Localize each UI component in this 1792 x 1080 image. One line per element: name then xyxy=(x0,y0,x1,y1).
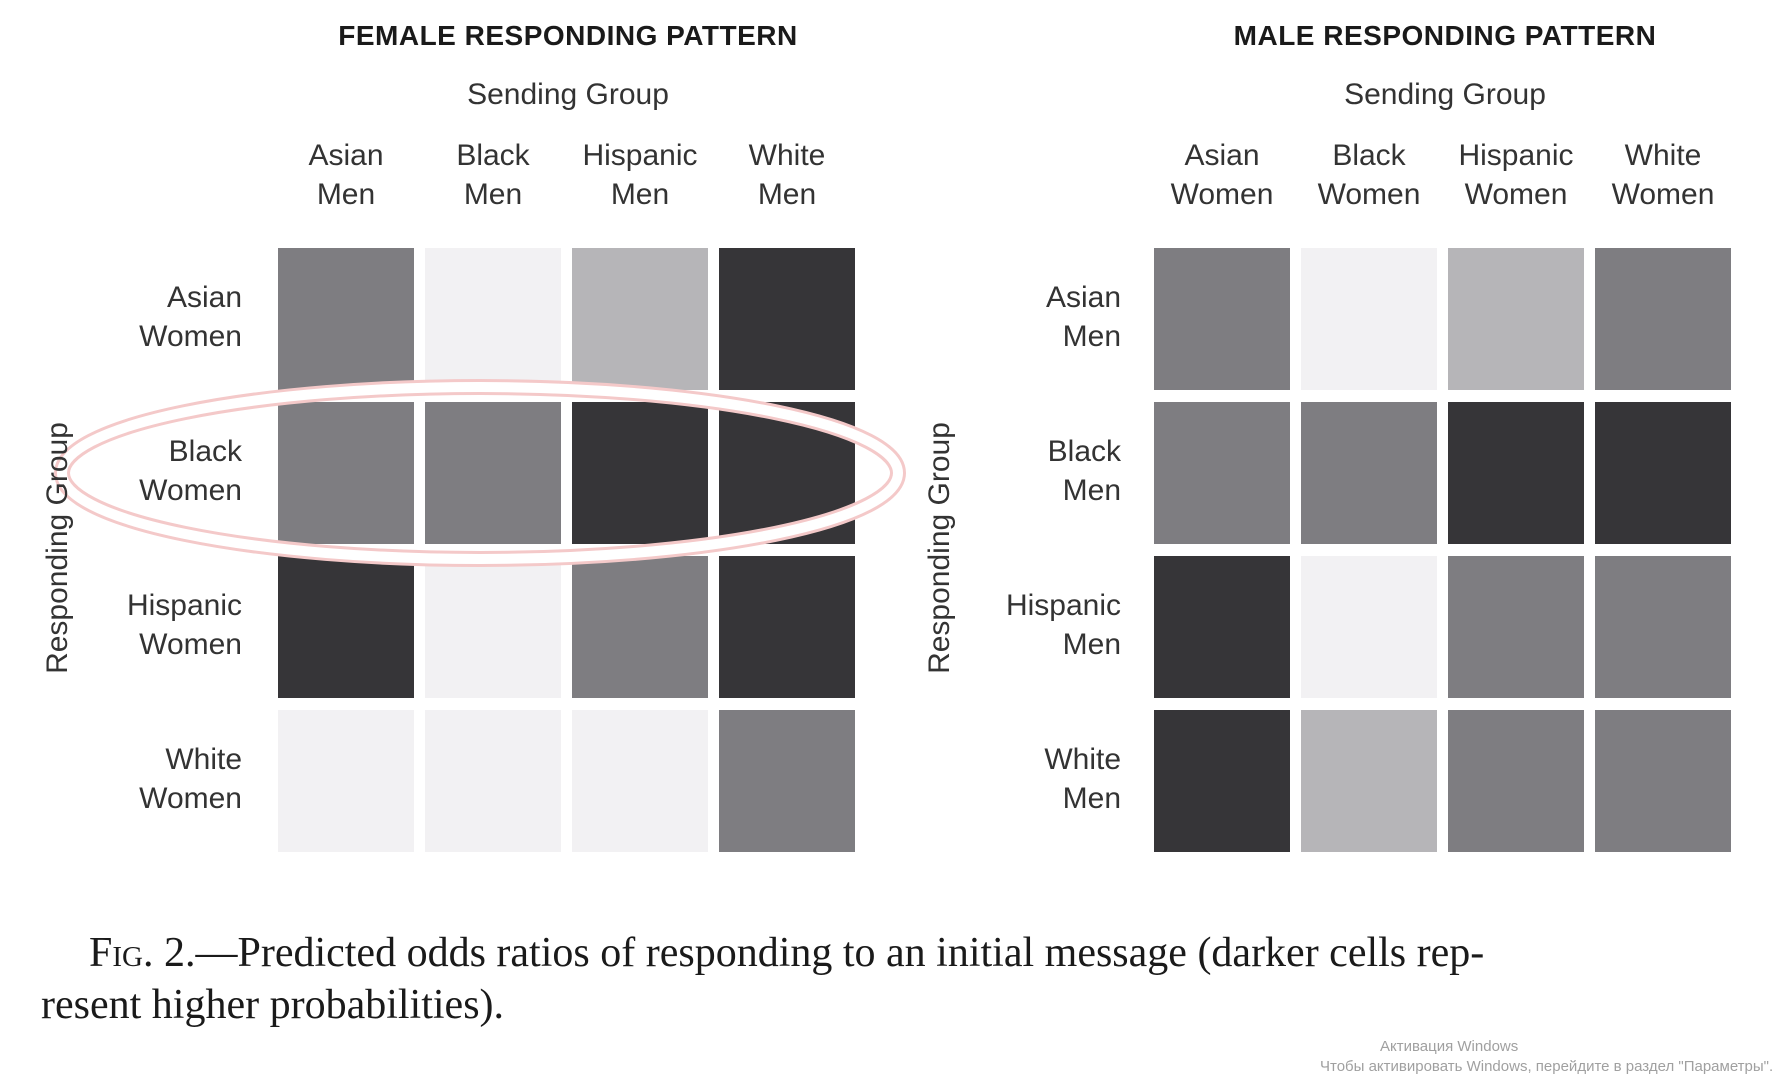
heatmap-cell xyxy=(1448,248,1584,390)
caption-fig-label: Fig. 2. xyxy=(89,930,196,976)
heatmap-cell xyxy=(425,402,561,544)
heatmap-cell xyxy=(1154,556,1290,698)
figure-caption: Fig. 2.—Predicted odds ratios of respond… xyxy=(89,928,1484,978)
row-label-line: Men xyxy=(1062,628,1121,661)
heatmap-cell xyxy=(572,248,708,390)
heatmap-cell xyxy=(1154,710,1290,852)
heatmap-cell xyxy=(719,556,855,698)
column-label-line: Men xyxy=(757,178,817,211)
heatmap-cell xyxy=(425,710,561,852)
column-label-line: Women xyxy=(1317,178,1421,211)
row-label-line: Women xyxy=(139,320,242,353)
heatmap-cell xyxy=(278,710,414,852)
heatmap-cell xyxy=(278,248,414,390)
row-label-line: Women xyxy=(139,782,242,815)
heatmap-cell xyxy=(425,556,561,698)
heatmap-cell xyxy=(1154,248,1290,390)
heatmap-cell xyxy=(719,710,855,852)
row-label-line: White xyxy=(165,743,242,776)
column-label-line: White xyxy=(748,139,826,172)
heatmap-cell xyxy=(572,402,708,544)
row-label-line: Hispanic xyxy=(126,589,242,622)
column-label-line: Women xyxy=(1170,178,1274,211)
row-label-line: Asian xyxy=(1045,281,1121,314)
column-label-line: Hispanic xyxy=(582,139,698,172)
row-label-line: Women xyxy=(139,628,242,661)
column-label-line: Asian xyxy=(1184,139,1260,172)
column-label-line: Men xyxy=(463,178,523,211)
row-label-line: Men xyxy=(1062,320,1121,353)
x-axis-label: Sending Group xyxy=(467,78,669,111)
row-label-line: Men xyxy=(1062,782,1121,815)
heatmap-cell xyxy=(1595,402,1731,544)
row-label-line: Hispanic xyxy=(1005,589,1121,622)
row-label-line: Black xyxy=(1047,435,1121,468)
heatmap-cell xyxy=(1448,402,1584,544)
heatmap-cell xyxy=(1154,402,1290,544)
row-label-line: Black xyxy=(168,435,242,468)
heatmap-cell xyxy=(1595,710,1731,852)
heatmap-cell xyxy=(278,402,414,544)
chart-title: FEMALE RESPONDING PATTERN xyxy=(338,20,798,51)
heatmap-cell xyxy=(572,710,708,852)
heatmap-cell xyxy=(1301,710,1437,852)
row-label-line: Women xyxy=(139,474,242,507)
watermark-line-1: Активация Windows xyxy=(1380,1038,1519,1055)
caption-line-2: resent higher probabilities). xyxy=(41,982,505,1028)
row-label-line: Asian xyxy=(166,281,242,314)
heatmap-cell xyxy=(1301,556,1437,698)
column-label-line: Black xyxy=(456,139,530,172)
x-axis-label: Sending Group xyxy=(1344,78,1546,111)
column-label-line: Hispanic xyxy=(1458,139,1574,172)
heatmap-cell xyxy=(572,556,708,698)
heatmap-cell xyxy=(1448,556,1584,698)
column-label-line: Black xyxy=(1332,139,1406,172)
heatmap-cell xyxy=(1595,556,1731,698)
heatmap-cell xyxy=(719,248,855,390)
caption-text: —Predicted odds ratios of responding to … xyxy=(195,930,1485,976)
column-label-line: Asian xyxy=(308,139,384,172)
heatmap-cell xyxy=(1595,248,1731,390)
row-label-line: White xyxy=(1044,743,1121,776)
column-label-line: White xyxy=(1624,139,1702,172)
column-label-line: Men xyxy=(610,178,670,211)
heatmap-cell xyxy=(1301,402,1437,544)
y-axis-label: Responding Group xyxy=(923,422,956,674)
column-label-line: Men xyxy=(316,178,376,211)
heatmap-cell xyxy=(1301,248,1437,390)
heatmap-cell xyxy=(1448,710,1584,852)
watermark-line-2: Чтобы активировать Windows, перейдите в … xyxy=(1320,1058,1774,1075)
chart-title: MALE RESPONDING PATTERN xyxy=(1233,20,1657,51)
column-label-line: Women xyxy=(1464,178,1568,211)
row-label-line: Men xyxy=(1062,474,1121,507)
highlight-ellipse xyxy=(57,382,903,564)
y-axis-label: Responding Group xyxy=(41,422,74,674)
column-label-line: Women xyxy=(1611,178,1715,211)
heatmap-cell xyxy=(278,556,414,698)
heatmap-cell xyxy=(425,248,561,390)
